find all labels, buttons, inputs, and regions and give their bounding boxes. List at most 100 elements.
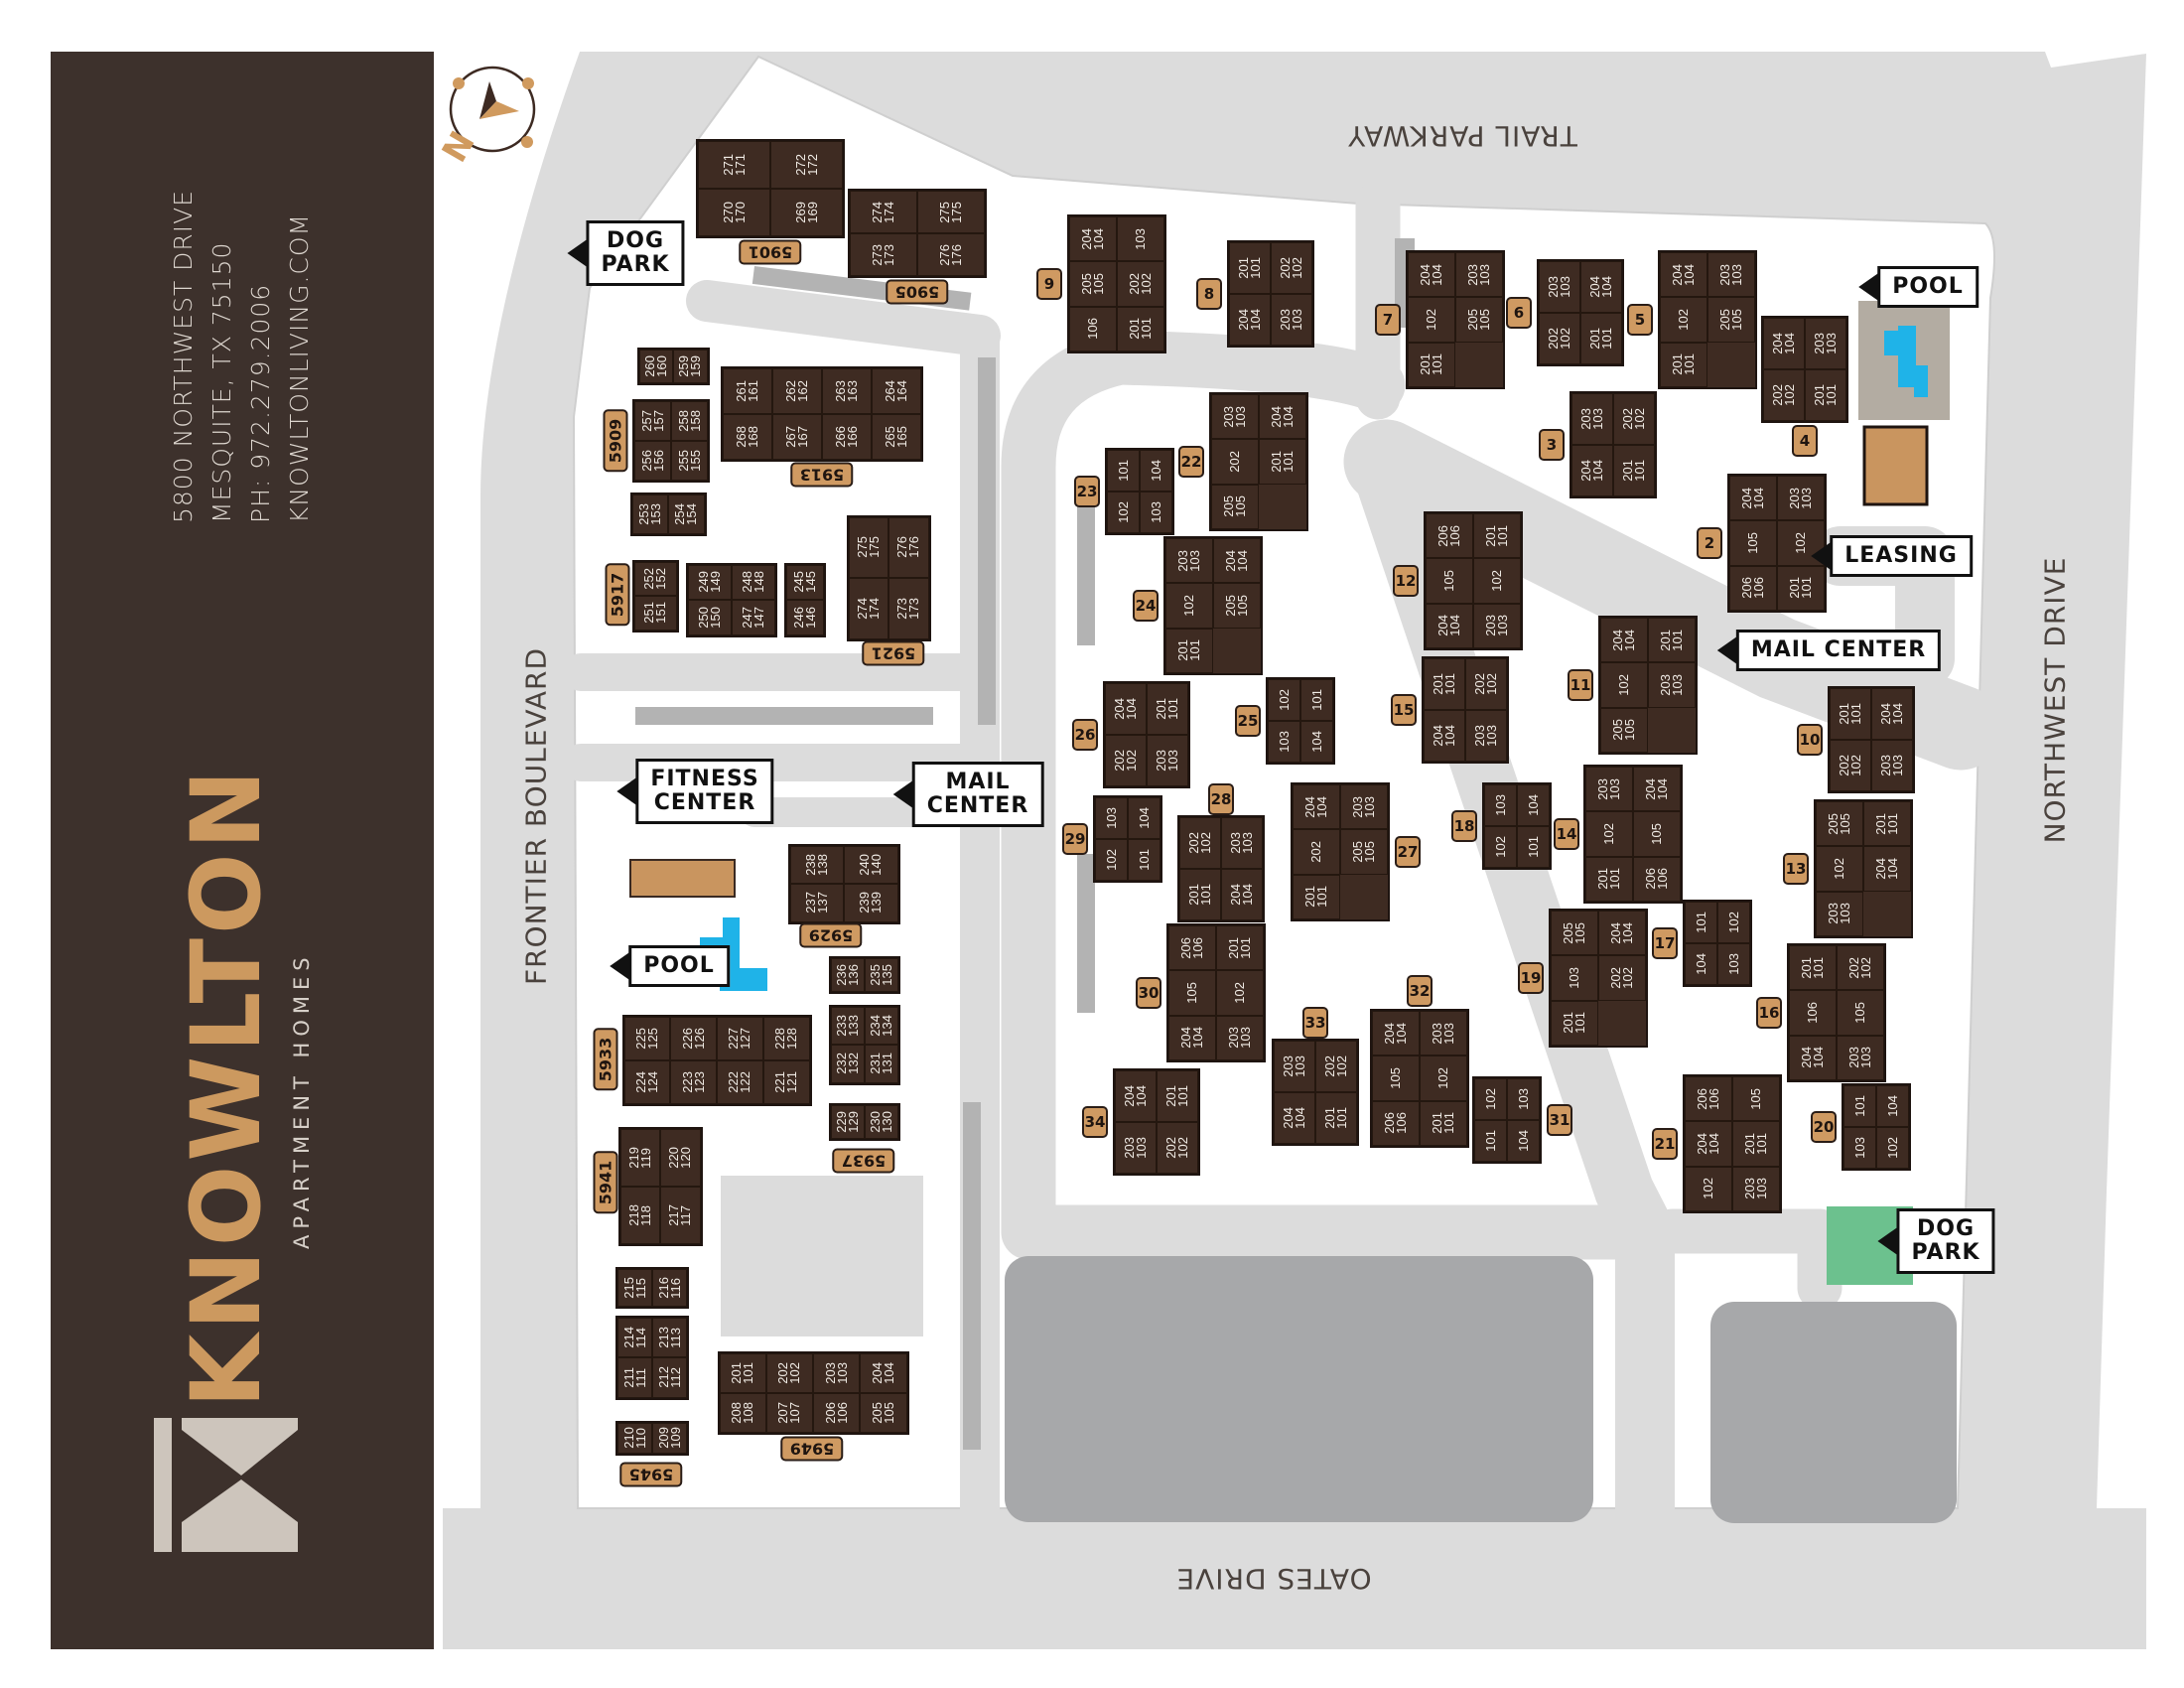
callout-dog-park-west[interactable]: DOG PARK	[567, 220, 685, 286]
apartment-unit[interactable]: 204 104	[1789, 1035, 1837, 1080]
apartment-unit[interactable]: 203 103	[1585, 767, 1633, 812]
apartment-unit[interactable]: 202 102	[1830, 740, 1871, 791]
apartment-unit[interactable]: 202 102	[1763, 369, 1805, 421]
apartment-unit[interactable]: 102	[1408, 297, 1455, 343]
apartment-unit[interactable]: 201 101	[1551, 1000, 1598, 1046]
apartment-unit[interactable]: 101	[1474, 1120, 1507, 1162]
apartment-unit[interactable]: 101	[1107, 450, 1140, 492]
apartment-unit[interactable]: 201 101	[1580, 313, 1622, 364]
apartment-unit[interactable]: 201 101	[1863, 801, 1911, 847]
apartment-unit[interactable]: 233 133	[831, 1006, 865, 1045]
apartment-unit[interactable]: 203 103	[1732, 1166, 1780, 1211]
apartment-unit[interactable]: 106	[1069, 306, 1117, 352]
apartment-unit[interactable]: 202 102	[1179, 817, 1221, 869]
apartment-unit[interactable]: 204 104	[1274, 1092, 1315, 1144]
apartment-unit[interactable]: 205 105	[1211, 484, 1259, 529]
apartment-unit[interactable]: 229 129	[831, 1105, 865, 1139]
apartment-unit[interactable]: 101	[1685, 902, 1717, 943]
apartment-unit[interactable]: 272 172	[770, 141, 843, 189]
apartment-unit[interactable]: 201 101	[1216, 925, 1264, 971]
apartment-unit[interactable]: 239 139	[844, 884, 898, 922]
apartment-unit[interactable]: 203 103	[1648, 662, 1696, 708]
apartment-unit[interactable]: 102	[1095, 839, 1128, 881]
apartment-unit[interactable]: 203 103	[1816, 891, 1863, 936]
apartment-unit[interactable]: 202 102	[1598, 955, 1646, 1001]
apartment-unit[interactable]: 221 121	[762, 1060, 810, 1104]
apartment-unit[interactable]: 104	[1507, 1120, 1540, 1162]
apartment-unit[interactable]: 103	[1507, 1078, 1540, 1120]
apartment-unit[interactable]: 104	[1300, 721, 1333, 763]
apartment-unit[interactable]: 204 104	[1293, 784, 1340, 830]
apartment-unit[interactable]: 201 101	[1660, 342, 1707, 387]
apartment-unit[interactable]: 259 159	[673, 350, 708, 383]
apartment-unit[interactable]: 260 160	[638, 350, 673, 383]
apartment-unit[interactable]: 205 105	[1455, 297, 1503, 343]
apartment-unit[interactable]: 101	[1128, 839, 1160, 881]
apartment-unit[interactable]: 106	[1789, 990, 1837, 1036]
apartment-unit[interactable]: 202	[1211, 439, 1259, 485]
apartment-unit[interactable]: 271 171	[698, 141, 770, 189]
apartment-unit[interactable]: 105	[1837, 990, 1884, 1036]
apartment-unit[interactable]: 204 104	[1259, 394, 1306, 440]
apartment-unit[interactable]: 203 103	[1805, 318, 1846, 369]
apartment-unit[interactable]: 226 126	[670, 1017, 717, 1060]
apartment-unit[interactable]: 201 101	[1732, 1121, 1780, 1167]
apartment-unit[interactable]: 262 162	[772, 368, 822, 414]
apartment-unit[interactable]: 203 103	[1271, 294, 1312, 346]
apartment-unit[interactable]: 275 175	[848, 516, 888, 578]
apartment-unit[interactable]: 215 115	[617, 1269, 652, 1307]
apartment-unit[interactable]: 201 101	[1648, 618, 1696, 663]
apartment-unit[interactable]: 270 170	[698, 189, 770, 236]
apartment-unit[interactable]: 203 103	[1473, 603, 1521, 648]
apartment-unit[interactable]: 203 103	[1147, 735, 1188, 786]
apartment-unit[interactable]: 203 103	[1165, 538, 1213, 584]
apartment-unit[interactable]: 206 106	[1633, 856, 1681, 902]
apartment-unit[interactable]: 201 101	[719, 1353, 766, 1393]
apartment-unit[interactable]: 105	[1426, 558, 1473, 604]
apartment-unit[interactable]: 275 175	[917, 191, 985, 233]
apartment-unit[interactable]: 276 176	[888, 516, 929, 578]
apartment-unit[interactable]: 202 102	[1465, 658, 1507, 710]
apartment-unit[interactable]: 102	[1585, 811, 1633, 857]
apartment-unit[interactable]: 201 101	[1293, 874, 1340, 919]
apartment-unit[interactable]: 268 168	[723, 414, 772, 460]
apartment-unit[interactable]: 273 173	[888, 578, 929, 639]
apartment-unit[interactable]: 274 174	[848, 578, 888, 639]
apartment-unit[interactable]: 206 106	[1685, 1076, 1732, 1122]
apartment-unit[interactable]: 201 101	[1613, 445, 1655, 496]
apartment-unit[interactable]: 254 154	[668, 494, 705, 534]
apartment-unit[interactable]: 274 174	[850, 191, 917, 233]
apartment-unit[interactable]: 201 101	[1408, 342, 1455, 387]
apartment-unit[interactable]: 209 109	[652, 1422, 687, 1454]
apartment-unit[interactable]: 237 137	[789, 884, 844, 922]
apartment-unit[interactable]: 102	[1474, 1078, 1507, 1120]
apartment-unit[interactable]: 205 105	[1551, 911, 1598, 956]
apartment-unit[interactable]: 203 103	[1837, 1035, 1884, 1080]
apartment-unit[interactable]: 103	[1717, 943, 1750, 985]
apartment-unit[interactable]: 204 104	[1426, 603, 1473, 648]
apartment-unit[interactable]: 202 102	[1315, 1041, 1357, 1092]
apartment-unit[interactable]: 223 123	[670, 1060, 717, 1104]
apartment-unit[interactable]: 102	[1484, 826, 1517, 868]
apartment-unit[interactable]: 104	[1140, 450, 1172, 492]
apartment-unit[interactable]: 206 106	[1729, 565, 1777, 611]
apartment-unit[interactable]: 105	[1168, 970, 1216, 1016]
apartment-unit[interactable]: 202 102	[1105, 735, 1147, 786]
apartment-unit[interactable]: 104	[1517, 784, 1550, 826]
apartment-unit[interactable]: 217 117	[660, 1187, 701, 1244]
apartment-unit[interactable]: 201 101	[1805, 369, 1846, 421]
apartment-unit[interactable]: 236 136	[831, 958, 865, 992]
apartment-unit[interactable]: 204 104	[1229, 294, 1271, 346]
